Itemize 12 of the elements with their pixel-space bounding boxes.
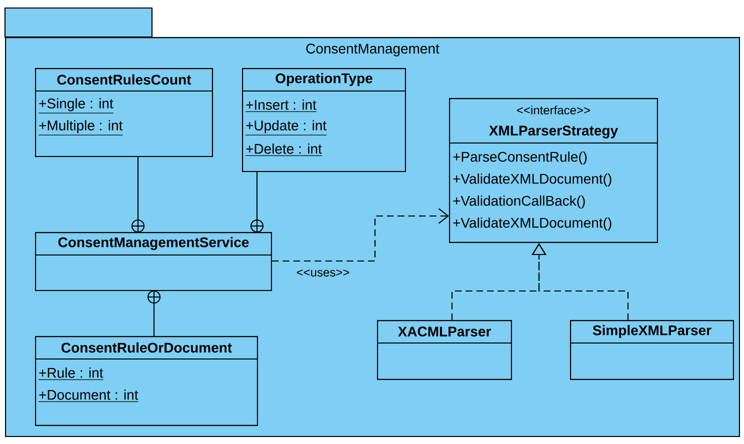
class-box: XACMLParser <box>377 320 512 380</box>
class-box: OperationType +Insert : int +Update : int +Delete : int <box>242 68 406 172</box>
class-box: ConsentManagementService <box>35 232 272 291</box>
containment-line <box>147 290 161 336</box>
class-box: ConsentRuleOrDocument +Rule : int +Document : int <box>35 336 258 426</box>
interface-box: <<interface>> XMLParserStrategy +ParseConsentRule() +ValidateXMLDocument() +ValidationCallBack() +ValidateXMLDocument() <box>449 98 658 243</box>
dependency-arrow <box>272 208 449 262</box>
class-box: SimpleXMLParser <box>570 320 734 380</box>
containment-line <box>250 172 264 233</box>
containment-line <box>131 157 145 233</box>
edge-label: <<uses>> <box>294 268 352 278</box>
class-box: ConsentRulesCount +Single : int +Multiple : int <box>35 68 213 157</box>
